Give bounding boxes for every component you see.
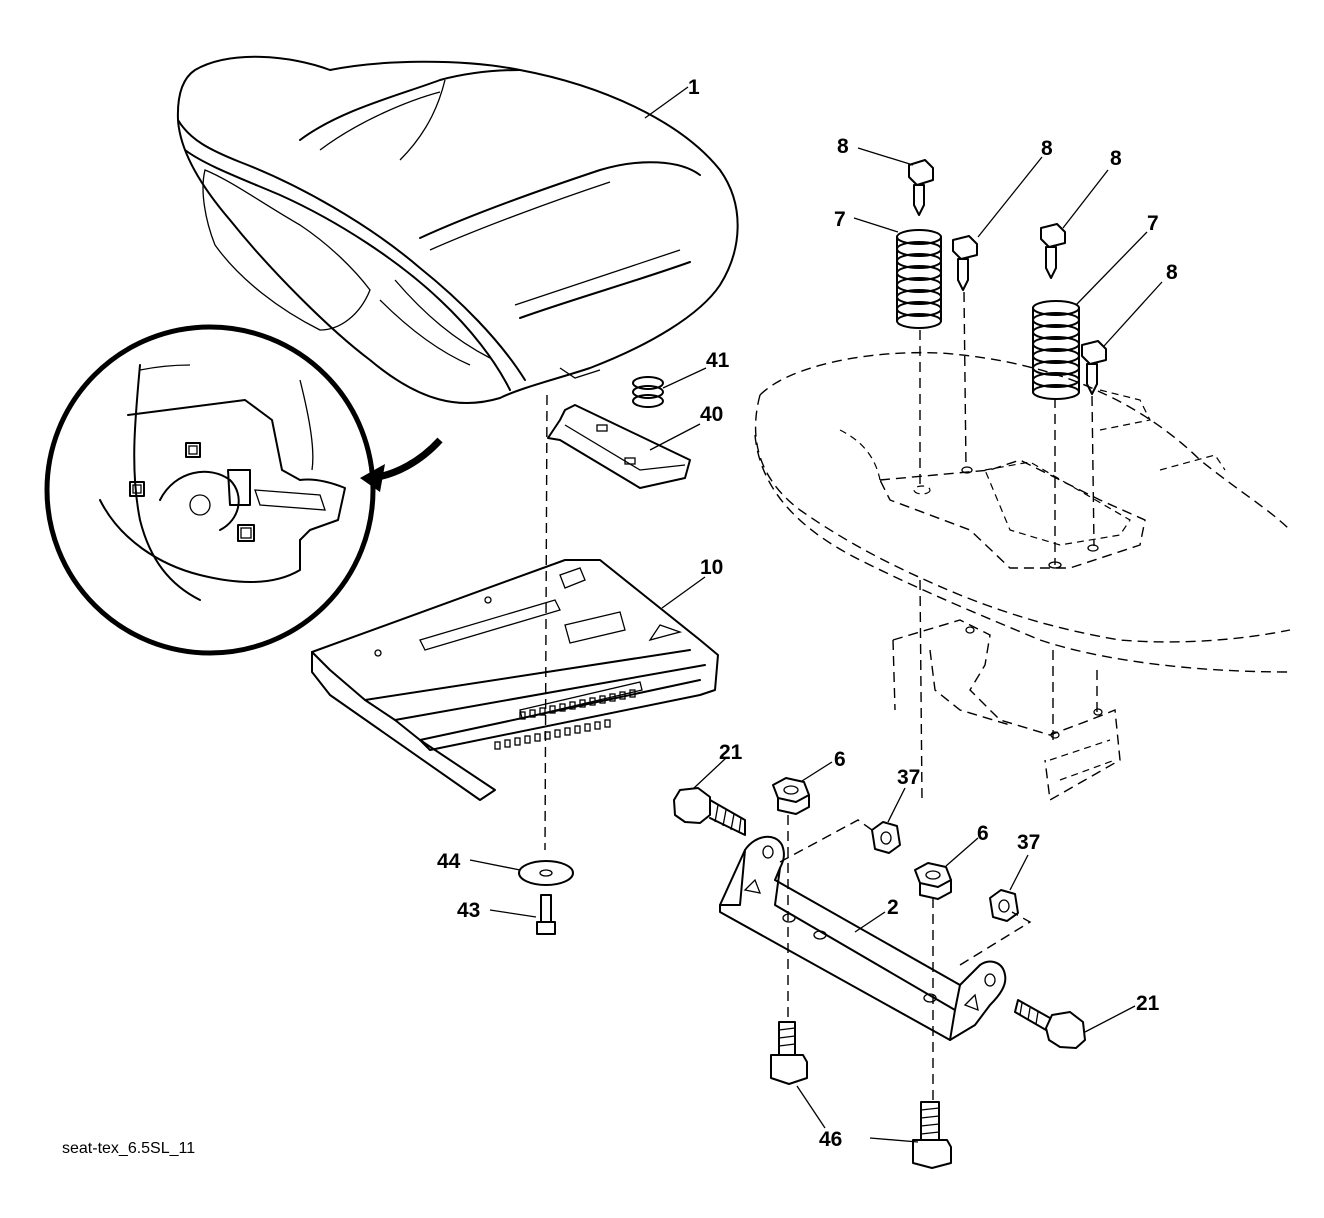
callout-screw: 43: [457, 899, 480, 922]
clip-drawing: [547, 404, 691, 489]
flange-bolt-46-drawings: [770, 1021, 952, 1169]
callout-bolt-right: 8: [1166, 261, 1178, 284]
small-spring-drawing: [632, 376, 664, 408]
callout-labels: 1 8 8 8 8 7 7 41 40 10 44 43 21 21 6 6 3…: [437, 76, 1178, 1151]
callout-spring-right: 7: [1147, 212, 1159, 235]
callout-washer: 44: [437, 850, 461, 873]
bolt-axis-lines: [919, 291, 1098, 801]
callout-clip: 40: [700, 403, 723, 426]
hardware-axis-lines: [779, 815, 1032, 1100]
washer-44-drawing: [518, 860, 574, 886]
bracket-2-drawing: [719, 835, 1007, 1041]
nut-6-drawings: [772, 777, 952, 900]
seat-pan-drawing: [311, 559, 719, 801]
callout-bolt-top-right: 8: [1110, 147, 1122, 170]
leader-lines: [469, 86, 1163, 1143]
detail-inset: [44, 324, 443, 656]
seat-drawing: [176, 55, 739, 404]
callout-bracket: 2: [887, 896, 899, 919]
callout-seat-pan: 10: [700, 556, 723, 579]
spring-7-right-drawing: [1032, 300, 1080, 400]
callout-flange-bolts: 46: [819, 1128, 842, 1151]
washer-37-drawings: [871, 821, 1019, 922]
callout-hex-bolt-left: 21: [719, 741, 743, 764]
callout-washer-left: 37: [897, 766, 920, 789]
diagram-caption: seat-tex_6.5SL_11: [62, 1140, 195, 1157]
callout-washer-right: 37: [1017, 831, 1040, 854]
callout-nut-left: 6: [834, 748, 846, 771]
callout-nut-right: 6: [977, 822, 989, 845]
callout-small-spring: 41: [706, 349, 730, 372]
spring-7-left-drawing: [896, 229, 942, 329]
hex-bolt-21-drawings: [673, 787, 1086, 1049]
bolt-8-drawings: [908, 159, 1107, 395]
callout-bolt-top-mid: 8: [1041, 137, 1053, 160]
callout-spring-left: 7: [834, 208, 846, 231]
frame-outline: [754, 351, 1291, 802]
callout-hex-bolt-right: 21: [1136, 992, 1160, 1015]
callout-bolt-top-left: 8: [837, 135, 849, 158]
callout-seat: 1: [688, 76, 700, 99]
screw-43-drawing: [536, 894, 556, 935]
center-axis-line: [544, 394, 548, 851]
